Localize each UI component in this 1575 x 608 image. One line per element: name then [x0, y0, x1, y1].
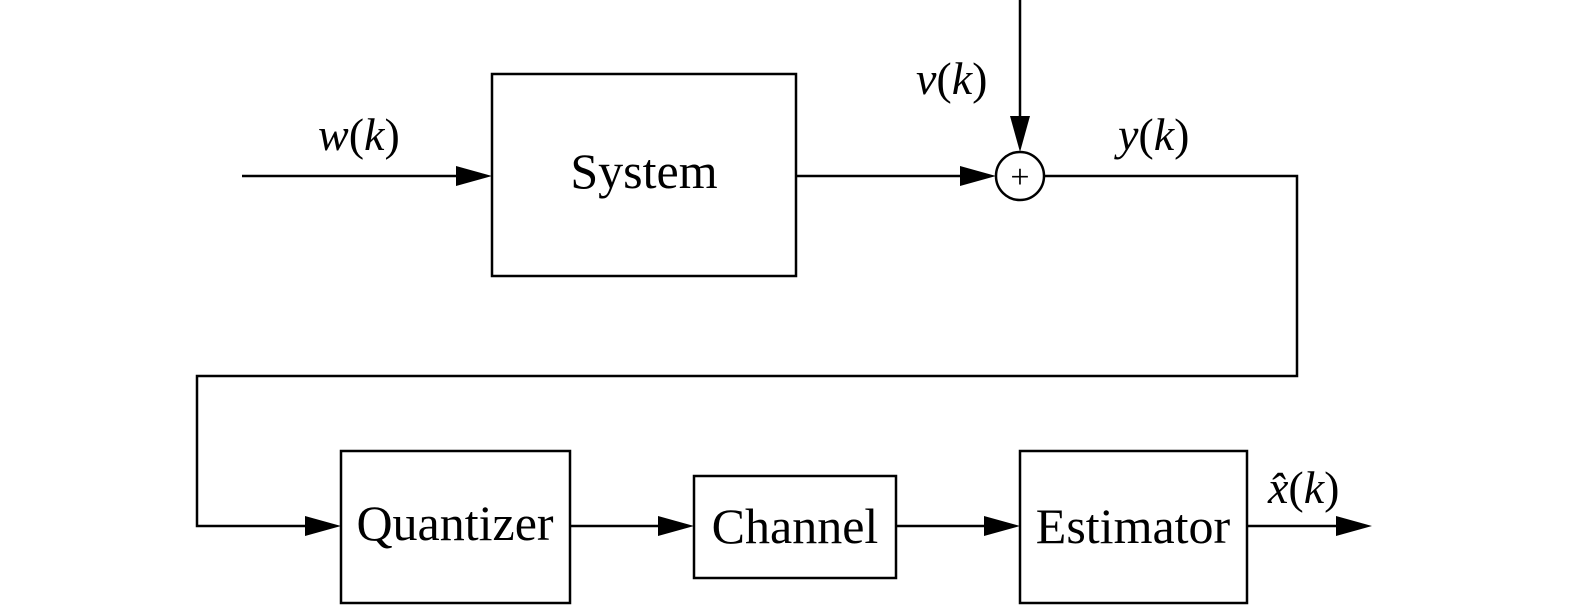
system-output-arrowhead [960, 166, 996, 186]
channel-input-arrowhead [658, 516, 694, 536]
signal-label-xhat: x̂(k) [1267, 462, 1340, 513]
measurement-y-wire [195, 174, 1299, 528]
signal-label-w: w(k) [318, 109, 400, 160]
system-block [490, 72, 798, 278]
signal-label-v: v(k) [916, 53, 988, 104]
signal-label-y: y(k) [1114, 109, 1190, 160]
quantizer-input-arrowhead [305, 516, 341, 536]
estimate-output-arrowhead [1336, 516, 1372, 536]
estimator-block [1018, 449, 1249, 605]
quantizer-label: Quantizer [356, 495, 553, 551]
estimator-label: Estimator [1036, 498, 1231, 554]
noise-v-arrowhead [1010, 116, 1030, 152]
input-w-arrowhead [456, 166, 492, 186]
quantizer-block [339, 449, 572, 605]
channel-label: Channel [712, 498, 879, 554]
summing-junction-plus-sign: + [1010, 159, 1029, 196]
system-label: System [570, 143, 717, 199]
estimator-input-arrowhead [984, 516, 1020, 536]
